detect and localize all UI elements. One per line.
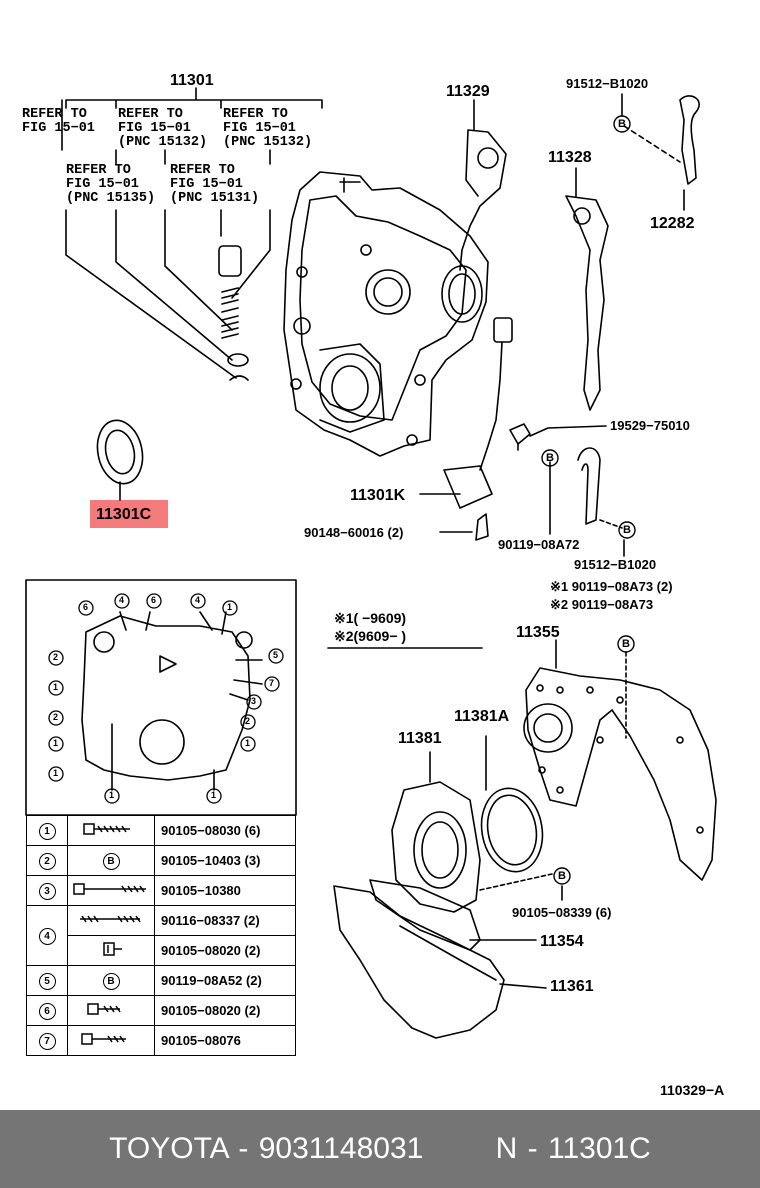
bolt-b-marker-icon: B <box>102 852 120 870</box>
bolt-marker-b: B <box>546 452 554 464</box>
legend-number: 2 <box>38 852 56 870</box>
legend-part-number: 90105−08076 <box>154 1025 296 1056</box>
legend-number: 1 <box>38 822 56 840</box>
legend-part-number: 90105−08020 (2) <box>154 935 296 966</box>
inset-callout-2: 2 <box>245 716 251 726</box>
stud-bolt-icon <box>80 915 141 923</box>
inset-callout-6: 6 <box>83 602 89 612</box>
part-label-90119-a73: ※2 90119−08A73 <box>550 597 654 612</box>
legend-row: 6 90105−08020 (2) <box>26 995 296 1026</box>
inset-callout-5: 5 <box>273 650 279 660</box>
flange-bolt-short-icon <box>83 823 130 835</box>
inset-callout-6: 6 <box>151 595 157 605</box>
part-label-90119-a73-2: ※1 90119−08A73 (2) <box>550 579 673 594</box>
figure-id: 110329−A <box>660 1082 725 1098</box>
footer-bar: TOYOTA - 9031148031 N - 11301C <box>0 1110 760 1188</box>
part-label-90105-08339: 90105−08339 (6) <box>512 905 612 920</box>
part-label-91512-bottom: 91512−B1020 <box>574 557 657 572</box>
bolt-marker-b: B <box>623 524 631 536</box>
legend-number: 4 <box>38 927 56 945</box>
legend-number: 7 <box>38 1032 56 1050</box>
legend-part-number: 90105−08030 (6) <box>154 815 296 846</box>
legend-row: 3 90105−10380 <box>26 875 296 906</box>
inset-callout-1: 1 <box>211 790 217 800</box>
legend-row: 90105−08020 (2) <box>27 935 296 966</box>
legend-part-number: 90105−10380 <box>154 875 296 906</box>
note-2: ※2(9609− ) <box>334 628 407 644</box>
exploded-parts-diagram <box>25 87 717 1039</box>
part-label-12282: 12282 <box>650 215 695 232</box>
inset-callout-1: 1 <box>53 682 59 692</box>
legend-row: 1 90105−08030 (6) <box>26 815 296 846</box>
bolt-medium-icon <box>87 1003 121 1015</box>
inset-callout-7: 7 <box>269 678 275 688</box>
part-label-11381: 11381 <box>398 730 442 747</box>
bolt-marker-b: B <box>622 638 630 650</box>
part-label-90119-a72: 90119−08A72 <box>498 537 580 552</box>
legend-part-number: 90116−08337 (2) <box>154 905 296 936</box>
legend-part-number: 90119−08A52 (2) <box>154 965 296 996</box>
inset-callout-2: 2 <box>53 652 59 662</box>
inset-callout-1: 1 <box>53 738 59 748</box>
legend-row: 4 90116−08337 (2) <box>26 905 296 966</box>
part-label-11301C: 11301C <box>96 506 152 523</box>
inset-callout-3: 3 <box>251 696 257 706</box>
inset-callout-1: 1 <box>227 602 233 612</box>
part-label-11381A: 11381A <box>454 708 510 725</box>
note-1: ※1( −9609) <box>334 610 407 626</box>
footer-part-info: TOYOTA - 9031148031 N - 11301C <box>109 1132 651 1165</box>
flange-bolt-medium-icon <box>81 1033 126 1045</box>
legend-number: 6 <box>38 1002 56 1020</box>
part-label-91512-top: 91512−B1020 <box>566 76 649 91</box>
flange-bolt-long-icon <box>73 883 146 895</box>
part-label-11354: 11354 <box>540 933 584 950</box>
legend-number: 5 <box>38 972 56 990</box>
inset-callout-4: 4 <box>119 595 125 605</box>
part-label-11355: 11355 <box>516 624 560 641</box>
bolt-legend-table: 1 90105−08030 (6) 2 B 90105−10403 (3) 3 … <box>26 815 296 1056</box>
legend-row: 2 B 90105−10403 (3) <box>26 845 296 876</box>
inset-callout-1: 1 <box>53 768 59 778</box>
inset-callout-2: 2 <box>53 712 59 722</box>
inset-callout-4: 4 <box>195 595 201 605</box>
legend-part-number: 90105−08020 (2) <box>154 995 296 1026</box>
highlighted-part-box <box>90 500 168 528</box>
bolt-marker-b: B <box>618 118 626 130</box>
bolt-marker-b: B <box>558 870 566 882</box>
legend-number: 3 <box>38 882 56 900</box>
legend-part-number: 90105−10403 (3) <box>154 845 296 876</box>
inset-callout-1: 1 <box>109 790 115 800</box>
part-label-90148: 90148−60016 (2) <box>304 525 404 540</box>
bolt-small-icon <box>103 942 122 956</box>
part-label-11361: 11361 <box>550 978 594 995</box>
legend-row: 5 B 90119−08A52 (2) <box>26 965 296 996</box>
bolt-b-marker-icon: B <box>102 972 120 990</box>
part-label-11301K: 11301K <box>350 487 406 504</box>
part-label-11329: 11329 <box>446 83 490 100</box>
inset-callout-1: 1 <box>245 738 251 748</box>
part-label-19529: 19529−75010 <box>610 418 690 433</box>
part-label-11328: 11328 <box>548 149 592 166</box>
part-label-11301: 11301 <box>170 72 214 89</box>
legend-row: 7 90105−08076 <box>26 1025 296 1056</box>
